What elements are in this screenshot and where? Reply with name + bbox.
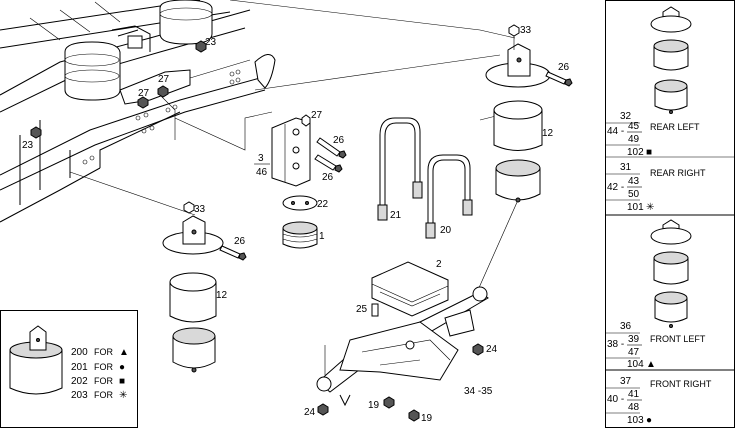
callout-23: 23 bbox=[22, 140, 34, 151]
nuts-part-24-19 bbox=[317, 343, 484, 422]
callout-2: 2 bbox=[436, 259, 442, 270]
bolt-part-26-left bbox=[219, 245, 247, 261]
part-number: 36 bbox=[620, 321, 632, 332]
u-bolt-part-21 bbox=[377, 117, 423, 221]
callout-12: 12 bbox=[542, 128, 554, 139]
part-range-top: 41 bbox=[628, 389, 640, 400]
callout-27: 27 bbox=[158, 74, 170, 85]
frame-air-springs bbox=[64, 0, 213, 105]
callout-27: 27 bbox=[311, 110, 323, 121]
circle-icon: ● bbox=[119, 362, 125, 373]
callout-23: 23 bbox=[205, 37, 217, 48]
callout-33: 33 bbox=[194, 204, 206, 215]
square-icon: ■ bbox=[119, 376, 125, 387]
air-spring-top-plate-right bbox=[485, 24, 551, 88]
callout-21: 21 bbox=[390, 210, 402, 221]
part-range-top: 45 bbox=[628, 121, 640, 132]
variant-panel: 32 44 - 45 49 REAR LEFT 102 ■ 31 42 - 43… bbox=[605, 0, 735, 428]
panel-rear-left: 32 44 - 45 49 REAR LEFT 102 ■ bbox=[606, 111, 700, 158]
asterisk-icon: ✳ bbox=[646, 202, 654, 213]
panel-title: FRONT RIGHT bbox=[650, 379, 712, 389]
legend-for: FOR bbox=[94, 376, 113, 386]
part-range-bottom: 50 bbox=[628, 189, 640, 200]
callout-labels: 23 23 27 27 27 3 46 26 26 26 26 33 33 12… bbox=[22, 25, 570, 424]
panel-front-left: 36 38 - 39 47 FRONT LEFT 104 ▲ bbox=[606, 321, 706, 370]
legend-for: FOR bbox=[94, 347, 113, 357]
air-spring-top-plate-left bbox=[162, 201, 224, 255]
variant-code: 104 bbox=[627, 359, 644, 370]
callout-22: 22 bbox=[317, 199, 329, 210]
pin-part-25 bbox=[371, 303, 379, 317]
part-range-bottom: 49 bbox=[628, 134, 640, 145]
panel-title: FRONT LEFT bbox=[650, 334, 706, 344]
air-spring-part-12-right bbox=[493, 100, 543, 151]
legend-for: FOR bbox=[94, 362, 113, 372]
part-range-start: 40 - bbox=[607, 394, 624, 405]
part-number: 31 bbox=[620, 162, 632, 173]
air-spring-piston-right bbox=[495, 159, 541, 203]
part-range-top: 39 bbox=[628, 334, 640, 345]
part-number: 37 bbox=[620, 376, 632, 387]
callout-25: 25 bbox=[356, 304, 368, 315]
variant-legend: 200 FOR ▲ 201 FOR ● 202 FOR ■ 203 FOR ✳ bbox=[0, 310, 138, 428]
callout-12: 12 bbox=[216, 290, 228, 301]
u-bolt-part-20 bbox=[425, 154, 473, 239]
panel-rear-right: 31 42 - 43 50 REAR RIGHT 101 ✳ bbox=[606, 162, 706, 213]
frame-nuts bbox=[30, 40, 207, 139]
square-icon: ■ bbox=[646, 147, 652, 158]
legend-code: 202 bbox=[71, 376, 88, 387]
part-range-bottom: 47 bbox=[628, 347, 640, 358]
variant-code: 101 bbox=[627, 202, 644, 213]
air-spring-piston-left bbox=[172, 327, 216, 373]
triangle-icon: ▲ bbox=[119, 347, 129, 358]
callout-33: 33 bbox=[520, 25, 532, 36]
callout-3: 3 bbox=[258, 153, 264, 164]
callout-20: 20 bbox=[440, 225, 452, 236]
callout-19: 19 bbox=[421, 413, 433, 424]
legend-code: 203 bbox=[71, 390, 88, 401]
callout-34-35: 34 -35 bbox=[464, 386, 493, 397]
legend-code: 200 bbox=[71, 347, 88, 358]
panel-title: REAR RIGHT bbox=[650, 168, 706, 178]
callout-26: 26 bbox=[322, 172, 334, 183]
air-spring-part-12-left bbox=[169, 272, 217, 323]
bolts-part-26 bbox=[314, 137, 347, 173]
bolt-part-26-right bbox=[545, 71, 573, 87]
callout-19: 19 bbox=[368, 400, 380, 411]
bump-stop-part-22 bbox=[282, 195, 318, 211]
part-range-start: 44 - bbox=[607, 126, 624, 137]
variant-code: 102 bbox=[627, 147, 644, 158]
part-range-top: 43 bbox=[628, 176, 640, 187]
callout-26: 26 bbox=[234, 236, 246, 247]
triangle-icon: ▲ bbox=[646, 359, 656, 370]
callout-26: 26 bbox=[558, 62, 570, 73]
asterisk-icon: ✳ bbox=[119, 390, 127, 401]
chassis-frame bbox=[0, 0, 276, 223]
callout-26: 26 bbox=[333, 135, 345, 146]
bump-stop-part-1 bbox=[282, 221, 318, 249]
bracket-part-3 bbox=[271, 114, 311, 187]
part-range-bottom: 48 bbox=[628, 402, 640, 413]
part-range-start: 38 - bbox=[607, 339, 624, 350]
callout-46: 46 bbox=[256, 167, 268, 178]
callout-27: 27 bbox=[138, 88, 150, 99]
callout-24: 24 bbox=[304, 407, 316, 418]
leader-lines bbox=[69, 0, 521, 375]
callout-24: 24 bbox=[486, 344, 498, 355]
circle-icon: ● bbox=[646, 415, 652, 426]
panel-front-right: 37 40 - 41 48 FRONT RIGHT 103 ● bbox=[606, 376, 712, 426]
legend-code: 201 bbox=[71, 362, 88, 373]
panel-title: REAR LEFT bbox=[650, 122, 700, 132]
part-range-start: 42 - bbox=[607, 182, 624, 193]
axle-beam-part-34-35 bbox=[316, 286, 489, 407]
legend-for: FOR bbox=[94, 390, 113, 400]
variant-code: 103 bbox=[627, 415, 644, 426]
part-number: 32 bbox=[620, 111, 632, 122]
spring-seat-part-2 bbox=[371, 261, 449, 317]
callout-1: 1 bbox=[319, 231, 325, 242]
